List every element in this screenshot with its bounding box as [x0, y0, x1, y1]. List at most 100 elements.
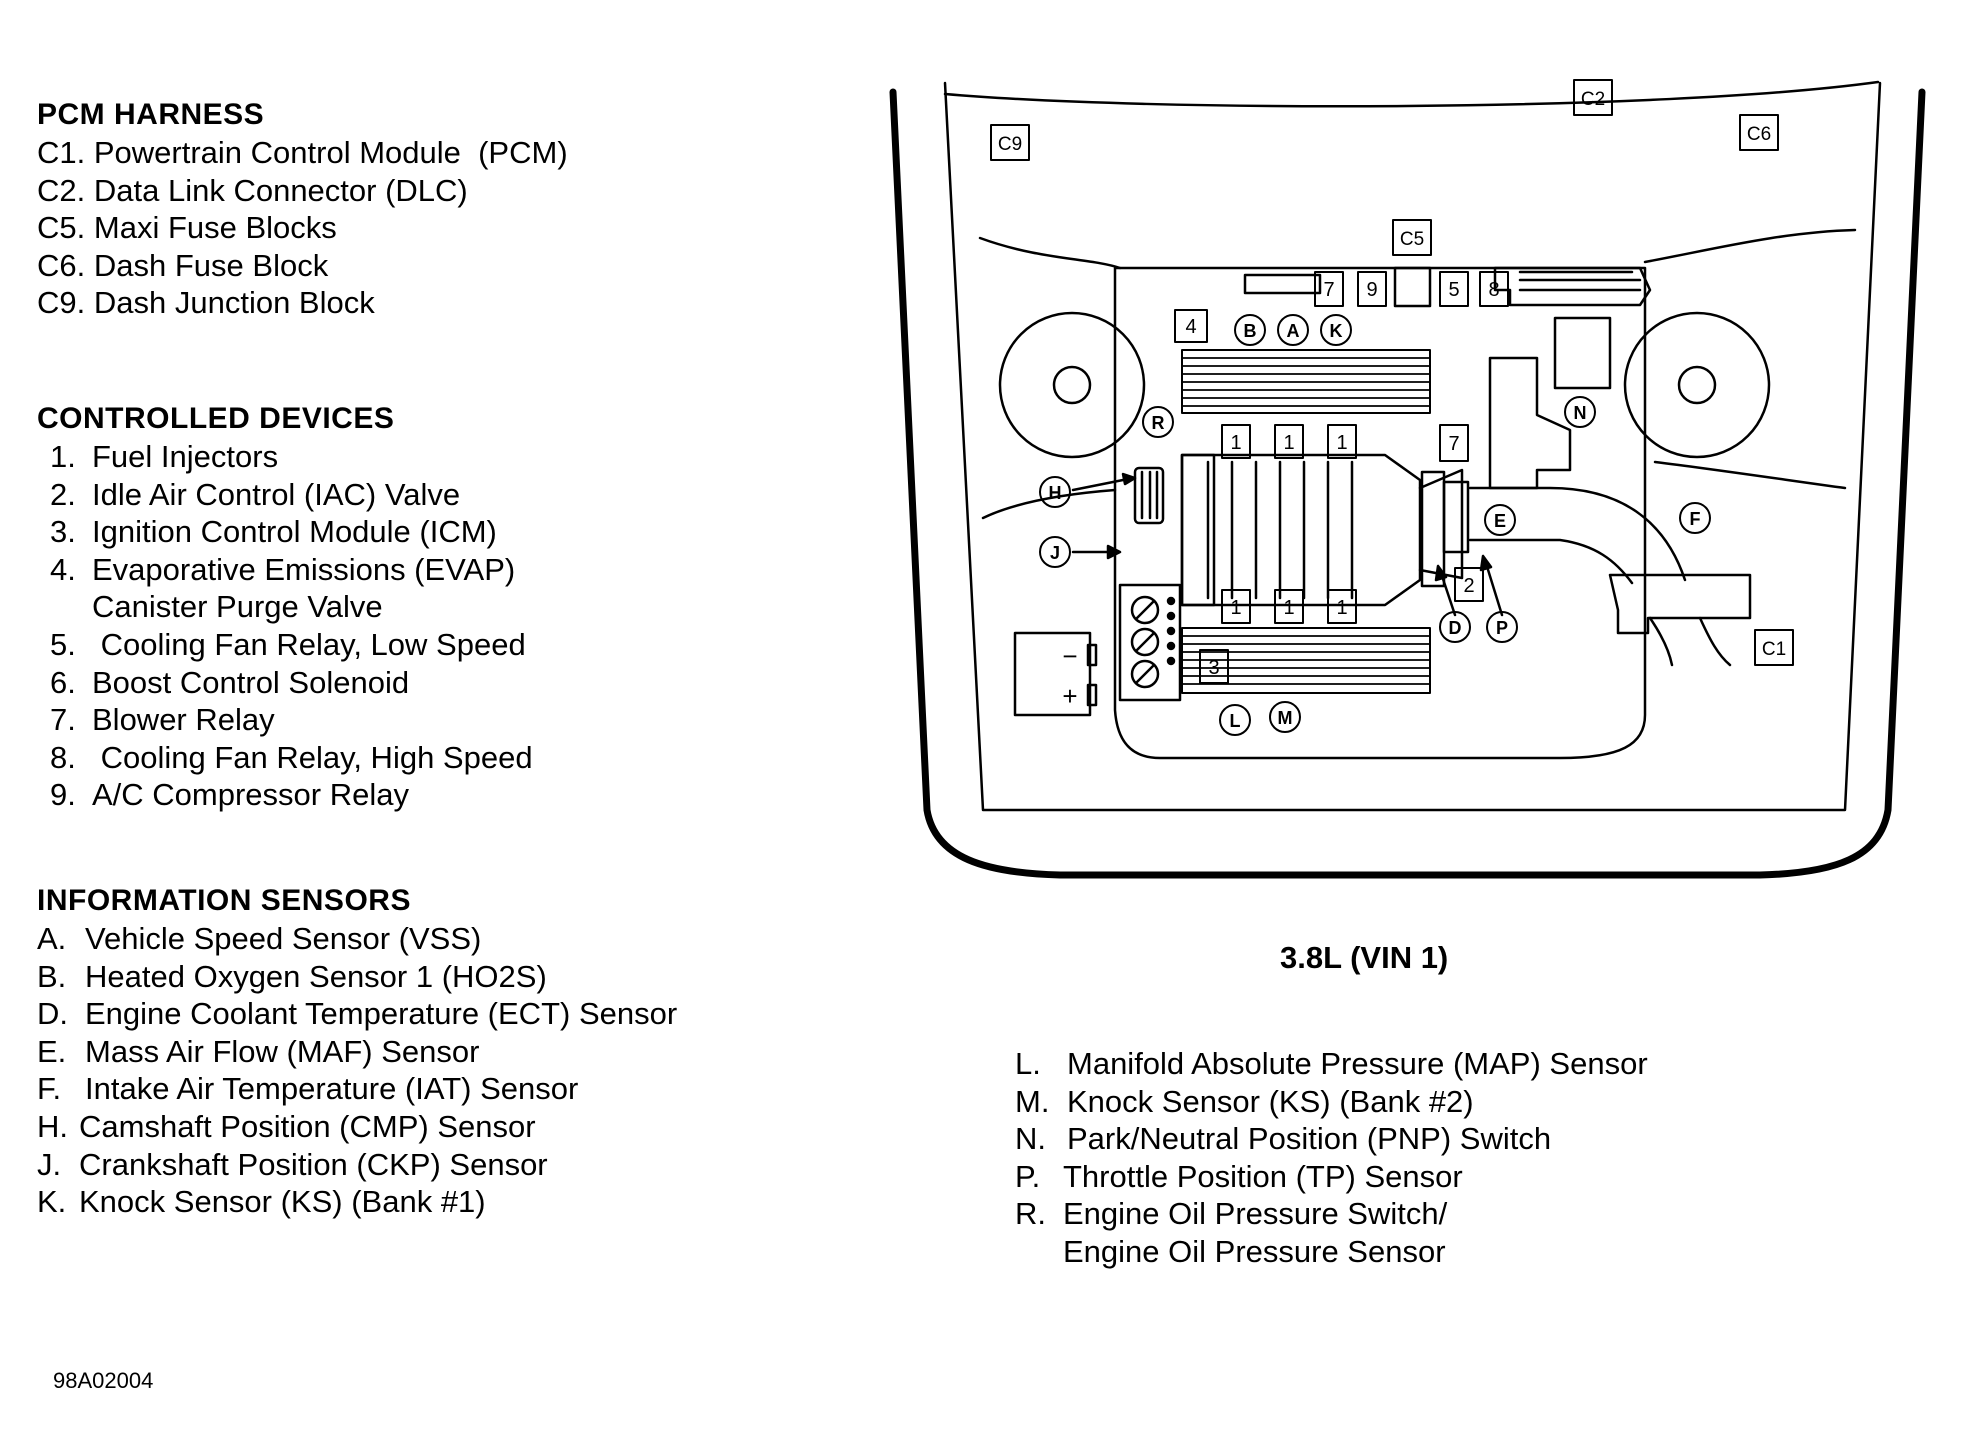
- right-strut-hole: [1677, 365, 1717, 405]
- list-item: C2. Data Link Connector (DLC): [37, 172, 468, 208]
- duct-hose-curves: [1648, 616, 1732, 667]
- list-item: B.Heated Oxygen Sensor 1 (HO2S): [37, 958, 547, 994]
- list-item: M.Knock Sensor (KS) (Bank #2): [1015, 1083, 1474, 1119]
- additional-sensors-section: L.Manifold Absolute Pressure (MAP) Senso…: [1015, 1045, 1648, 1271]
- plenum: [1180, 453, 1422, 607]
- diagram-caption: 3.8L (VIN 1): [1280, 940, 1449, 975]
- pcm-harness-section: PCM HARNESS C1. Powertrain Control Modul…: [37, 96, 568, 322]
- battery: [1013, 631, 1092, 717]
- label-c9: C9: [998, 134, 1022, 155]
- list-item: J.Crankshaft Position (CKP) Sensor: [37, 1146, 548, 1182]
- air-cleaner: [1608, 573, 1752, 635]
- label-9: 9: [1366, 279, 1377, 301]
- battery-minus: −: [1062, 641, 1077, 671]
- fuse-strip-detail: [1518, 270, 1642, 292]
- label-b: B: [1244, 321, 1257, 341]
- inner-body-outline: [943, 81, 1882, 812]
- cmp-sensor: [1133, 466, 1165, 525]
- label-1b: 1: [1283, 432, 1294, 454]
- label-1e: 1: [1283, 597, 1294, 619]
- label-7-mid: 7: [1448, 433, 1459, 455]
- list-item: 9.A/C Compressor Relay: [50, 777, 409, 813]
- label-l: L: [1230, 711, 1241, 731]
- label-2: 2: [1463, 575, 1474, 597]
- information-sensors-section: INFORMATION SENSORS A.Vehicle Speed Sens…: [37, 882, 677, 1221]
- list-item: 5. Cooling Fan Relay, Low Speed: [50, 626, 526, 662]
- maf-housing: [1488, 356, 1572, 490]
- fuse-block-center: [1393, 266, 1432, 308]
- list-item: 7.Blower Relay: [50, 702, 275, 738]
- label-j: J: [1050, 543, 1060, 563]
- list-item: R.Engine Oil Pressure Switch/: [1015, 1196, 1448, 1232]
- label-k: K: [1330, 321, 1343, 341]
- list-item: Canister Purge Valve: [92, 589, 383, 625]
- list-item: F.Intake Air Temperature (IAT) Sensor: [37, 1071, 579, 1107]
- list-item: 8. Cooling Fan Relay, High Speed: [50, 739, 533, 775]
- list-item: D.Engine Coolant Temperature (ECT) Senso…: [37, 996, 678, 1032]
- label-h: H: [1049, 483, 1062, 503]
- plenum-ribs: [1206, 460, 1354, 600]
- left-fender-curve: [978, 236, 1122, 270]
- label-p: P: [1496, 618, 1508, 638]
- throttle-body: [1418, 468, 1464, 580]
- label-7-top: 7: [1323, 279, 1334, 301]
- fuse-strip-left: [1243, 273, 1322, 295]
- lower-manifold-ribs: [1181, 635, 1431, 685]
- plenum-front-cap: [1180, 453, 1216, 607]
- label-r: R: [1152, 413, 1165, 433]
- cmp-sensor-ribs: [1140, 470, 1159, 520]
- left-strut-mount: [998, 311, 1146, 459]
- controlled-devices-section: CONTROLLED DEVICES 1.Fuel Injectors 2.Id…: [37, 400, 533, 814]
- label-1a: 1: [1230, 432, 1241, 454]
- list-item: C1. Powertrain Control Module (PCM): [37, 135, 568, 170]
- left-apron: [981, 488, 1117, 520]
- engine-frame: [1113, 266, 1647, 760]
- label-1d: 1: [1230, 597, 1241, 619]
- cowl-line: [943, 80, 1880, 108]
- label-c6: C6: [1747, 124, 1771, 145]
- ignition-module: [1118, 583, 1182, 702]
- list-item: C6. Dash Fuse Block: [37, 247, 329, 283]
- label-c1: C1: [1762, 639, 1786, 660]
- list-item: A.Vehicle Speed Sensor (VSS): [37, 921, 482, 956]
- label-3: 3: [1208, 657, 1219, 679]
- label-a: A: [1287, 321, 1300, 341]
- list-item: K.Knock Sensor (KS) (Bank #1): [37, 1184, 486, 1220]
- label-4: 4: [1185, 316, 1196, 338]
- right-strut-mount: [1623, 311, 1771, 459]
- list-item: L.Manifold Absolute Pressure (MAP) Senso…: [1015, 1046, 1648, 1081]
- throttle-adapter: [1442, 480, 1470, 554]
- list-item: 6.Boost Control Solenoid: [50, 664, 410, 700]
- list-item: N.Park/Neutral Position (PNP) Switch: [1015, 1121, 1552, 1157]
- controlled-devices-heading: CONTROLLED DEVICES: [37, 402, 395, 435]
- connector-labels: [990, 79, 1794, 666]
- fuse-strip-right: [1493, 266, 1652, 307]
- pcm-harness-heading: PCM HARNESS: [37, 98, 265, 131]
- list-item: E.Mass Air Flow (MAF) Sensor: [37, 1033, 480, 1069]
- figure-id: 98A02004: [53, 1368, 154, 1393]
- hood-outline: [889, 88, 1926, 879]
- label-c5: C5: [1400, 229, 1424, 250]
- label-8: 8: [1488, 279, 1499, 301]
- right-fender-curve: [1643, 228, 1857, 264]
- list-item: 3.Ignition Control Module (ICM): [50, 514, 497, 550]
- battery-plus: +: [1062, 681, 1077, 711]
- list-item: P.Throttle Position (TP) Sensor: [1015, 1158, 1463, 1194]
- list-item: C9. Dash Junction Block: [37, 285, 375, 321]
- label-m: M: [1278, 708, 1293, 728]
- information-sensors-heading: INFORMATION SENSORS: [37, 884, 411, 917]
- upper-manifold-ribs: [1181, 357, 1431, 407]
- battery-terminal-pos: [1086, 683, 1098, 707]
- coil-2: [1130, 627, 1160, 657]
- list-item: 2.Idle Air Control (IAC) Valve: [50, 476, 461, 512]
- label-d: D: [1449, 618, 1462, 638]
- label-n: N: [1574, 403, 1587, 423]
- list-item: C5. Maxi Fuse Blocks: [37, 210, 337, 246]
- label-5: 5: [1448, 279, 1459, 301]
- list-item: H.Camshaft Position (CMP) Sensor: [37, 1108, 536, 1144]
- label-c2: C2: [1581, 89, 1605, 110]
- label-1f: 1: [1336, 597, 1347, 619]
- sensor-labels: [1039, 314, 1711, 736]
- battery-terminal-neg: [1086, 643, 1098, 667]
